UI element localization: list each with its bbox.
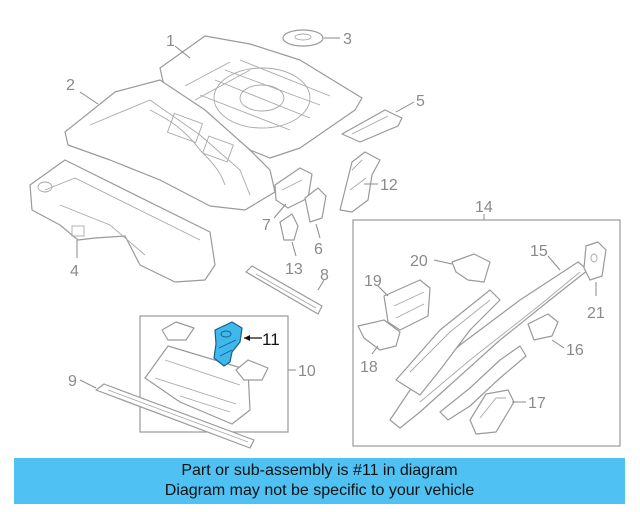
- banner-line-1: Part or sub-assembly is #11 in diagram: [181, 462, 458, 479]
- leader-18: [371, 345, 379, 355]
- callout-2: 2: [66, 77, 75, 94]
- callout-14: 14: [475, 199, 493, 216]
- callout-13: 13: [285, 261, 303, 278]
- group-box-14: [352, 219, 621, 447]
- part-21-bracket[interactable]: [583, 241, 607, 281]
- leader-11-arrow: [244, 335, 250, 341]
- callout-21: 21: [587, 305, 605, 322]
- callout-20: 20: [410, 253, 428, 270]
- callout-7: 7: [262, 217, 271, 234]
- part-5-bracket[interactable]: [341, 109, 403, 143]
- callout-6: 6: [314, 241, 323, 258]
- leader-7: [273, 203, 287, 219]
- callout-11: 11: [262, 330, 280, 349]
- part-19-bracket[interactable]: [383, 279, 431, 331]
- callout-1: 1: [166, 33, 175, 50]
- part-11-bracket-highlighted[interactable]: [213, 321, 243, 367]
- part-12-pillar[interactable]: [339, 151, 381, 213]
- part-18-bracket[interactable]: [357, 319, 401, 351]
- callout-18: 18: [360, 359, 378, 376]
- leader-6: [315, 223, 321, 239]
- part-9-sill[interactable]: [95, 383, 255, 449]
- leader-13: [291, 241, 297, 257]
- callout-9: 9: [68, 373, 77, 390]
- leader-1: [174, 45, 191, 59]
- part-13-bracket[interactable]: [279, 213, 299, 241]
- part-16-bracket[interactable]: [527, 313, 559, 341]
- callout-5: 5: [416, 93, 425, 110]
- callout-16: 16: [566, 342, 584, 359]
- part-3-plug[interactable]: [282, 29, 324, 47]
- leader-16: [551, 339, 565, 349]
- leader-5: [395, 101, 415, 113]
- callout-4: 4: [70, 263, 79, 280]
- banner-line-2: Diagram may not be specific to your vehi…: [164, 482, 475, 499]
- leader-9: [79, 379, 97, 389]
- callout-12: 12: [380, 177, 398, 194]
- callout-17: 17: [528, 395, 546, 412]
- callout-10: 10: [298, 363, 316, 380]
- leader-15: [547, 255, 561, 271]
- leader-20: [433, 259, 453, 265]
- callout-19: 19: [364, 273, 382, 290]
- info-banner: Part or sub-assembly is #11 in diagram D…: [14, 458, 625, 504]
- leader-19: [377, 285, 389, 297]
- part-6-bracket[interactable]: [304, 187, 327, 223]
- part-20-bracket[interactable]: [451, 253, 491, 283]
- callout-15: 15: [530, 243, 548, 260]
- callout-3: 3: [343, 31, 352, 48]
- part-8-rail[interactable]: [245, 265, 323, 315]
- leader-2: [79, 91, 99, 105]
- part-14-side-member-assembly[interactable]: [395, 289, 527, 421]
- part-4-crossmember[interactable]: [29, 159, 216, 283]
- leader-8: [317, 279, 325, 291]
- callout-8: 8: [320, 267, 329, 284]
